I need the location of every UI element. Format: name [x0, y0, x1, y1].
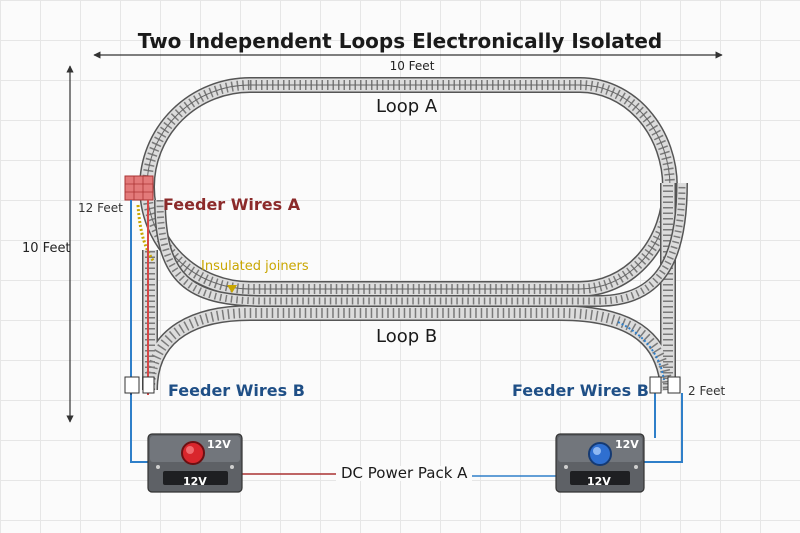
power-pack-left-button[interactable] — [181, 441, 205, 465]
side-dimension-label: 12 Feet — [78, 201, 123, 215]
dc-power-pack-label: DC Power Pack A — [336, 466, 473, 481]
loop-b-label: Loop B — [376, 326, 438, 347]
feeder-wires-a-label: Feeder Wires A — [163, 195, 301, 214]
power-pack-left-voltage-top: 12V — [207, 438, 231, 451]
loop-b-feeder-highlight — [617, 321, 665, 381]
loop-a-label: Loop A — [376, 96, 438, 117]
feeder-wires-b-left-label: Feeder Wires B — [168, 381, 305, 400]
power-pack-right — [555, 433, 645, 493]
insulated-joiner-highlight — [136, 204, 156, 263]
power-pack-right-voltage-display: 12V — [587, 475, 611, 488]
feeder-b-left-wire — [130, 200, 148, 463]
terminal-connectors — [124, 376, 681, 394]
feeder-wires-b-right-label: Feeder Wires B — [512, 381, 649, 400]
loop-b-track — [142, 182, 688, 391]
feeder-b-right-wire — [644, 393, 683, 463]
left-dimension-label: 10 Feet — [22, 241, 71, 256]
insulated-joiner-marker — [227, 285, 237, 293]
power-pack-left — [147, 433, 243, 493]
loop-a-track — [139, 77, 678, 297]
diagram-title: Two Independent Loops Electronically Iso… — [137, 29, 663, 53]
feeder-a-connector-block — [124, 175, 154, 201]
top-dimension-label: 10 Feet — [389, 59, 435, 73]
power-pack-left-voltage-display: 12V — [183, 475, 207, 488]
right-dimension-label: 2 Feet — [688, 384, 726, 398]
insulated-joiners-label: Insulated joiners — [201, 259, 309, 274]
power-pack-right-button[interactable] — [588, 442, 612, 466]
power-pack-right-voltage-top: 12V — [615, 438, 639, 451]
